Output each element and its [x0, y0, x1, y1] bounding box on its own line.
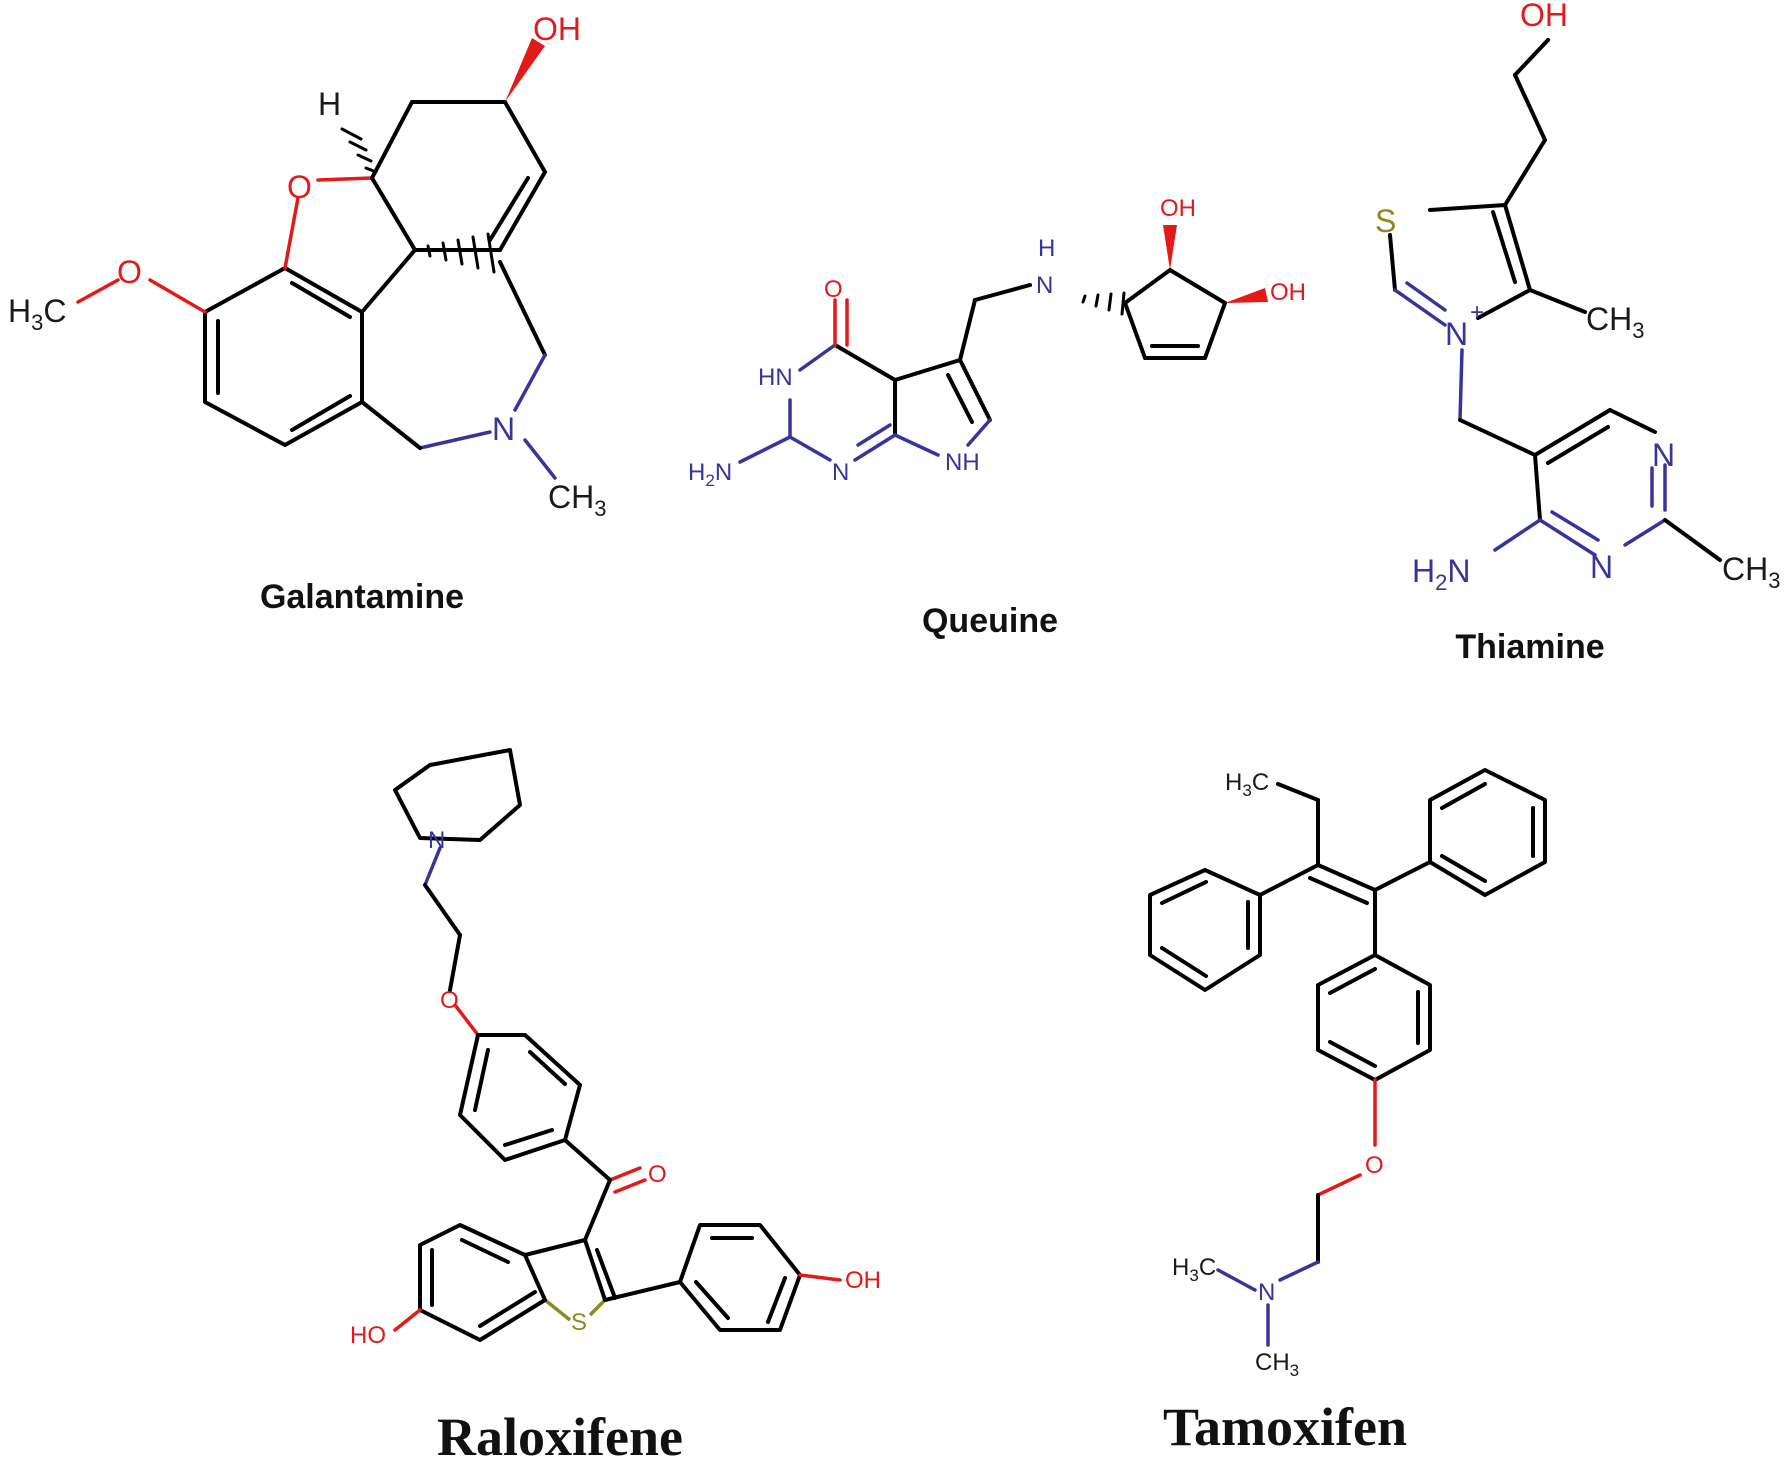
queuine-amine-hash [1081, 291, 1126, 316]
queuine-h2n-label: H2N [688, 459, 732, 490]
tamoxifen-ch3-label: CH3 [1255, 1349, 1299, 1380]
thiamine-plus-label: + [1470, 299, 1484, 326]
tamoxifen-structure: H3C O H3C N CH3 Tamoxifen [1148, 768, 1547, 1457]
thiamine-n-plus-label: N [1445, 316, 1468, 352]
thiamine-oh-label: OH [1520, 0, 1568, 33]
queuine-keto-o-label: O [824, 276, 843, 303]
thiamine-name: Thiamine [1455, 628, 1604, 666]
raloxifene-name: Raloxifene [437, 1407, 683, 1465]
raloxifene-n-label: N [428, 827, 445, 854]
galantamine-oh-label: OH [533, 11, 581, 47]
galantamine-h3c-label: H3C [8, 293, 66, 335]
galantamine-ch3-label: CH3 [548, 479, 606, 521]
galantamine-name: Galantamine [260, 578, 464, 616]
raloxifene-ho-label: HO [350, 1322, 386, 1349]
raloxifene-s-label: S [571, 1309, 587, 1336]
galantamine-h-hash [340, 127, 378, 174]
thiamine-structure: OH S N + CH3 N N H2N CH3 Thiamine [1375, 0, 1780, 666]
thiamine-n-bottom-label: N [1590, 549, 1613, 585]
queuine-hn-label: HN [758, 364, 793, 391]
tamoxifen-n-label: N [1258, 1279, 1275, 1306]
galantamine-azepine-hash [426, 232, 496, 274]
raloxifene-ether-o-label: O [440, 987, 459, 1014]
thiamine-s-label: S [1375, 203, 1396, 239]
tamoxifen-o-label: O [1365, 1152, 1384, 1179]
thiamine-n-top-label: N [1652, 437, 1675, 473]
tamoxifen-h3c-label: H3C [1225, 769, 1269, 800]
queuine-amine-n-label: N [1036, 272, 1053, 299]
thiamine-ch3-right-label: CH3 [1722, 551, 1780, 593]
queuine-oh-top-label: OH [1160, 195, 1196, 222]
queuine-amine-h-label: H [1038, 235, 1055, 262]
queuine-oh-right-label: OH [1270, 279, 1306, 306]
queuine-structure: O HN H2N N NH H N OH OH Queuine [688, 195, 1306, 640]
galantamine-h-label: H [318, 86, 341, 122]
raloxifene-keto-o-label: O [648, 1161, 667, 1188]
queuine-nh-label: NH [945, 449, 980, 476]
thiamine-ch3-label: CH3 [1586, 301, 1644, 343]
queuine-ring-n-label: N [832, 459, 849, 486]
raloxifene-oh-label: OH [845, 1267, 881, 1294]
galantamine-ring-o-label: O [287, 169, 312, 205]
tamoxifen-name: Tamoxifen [1163, 1397, 1407, 1457]
galantamine-structure: OH H O O H3C N CH3 Galantamine [8, 11, 606, 616]
queuine-name: Queuine [922, 602, 1058, 640]
raloxifene-structure: N O O OH HO S Raloxifene [350, 748, 881, 1465]
tamoxifen-h3c-n-label: H3C [1172, 1254, 1216, 1285]
galantamine-methoxy-o-label: O [117, 254, 142, 290]
thiamine-h2n-label: H2N [1412, 553, 1470, 595]
galantamine-n-label: N [492, 411, 515, 447]
